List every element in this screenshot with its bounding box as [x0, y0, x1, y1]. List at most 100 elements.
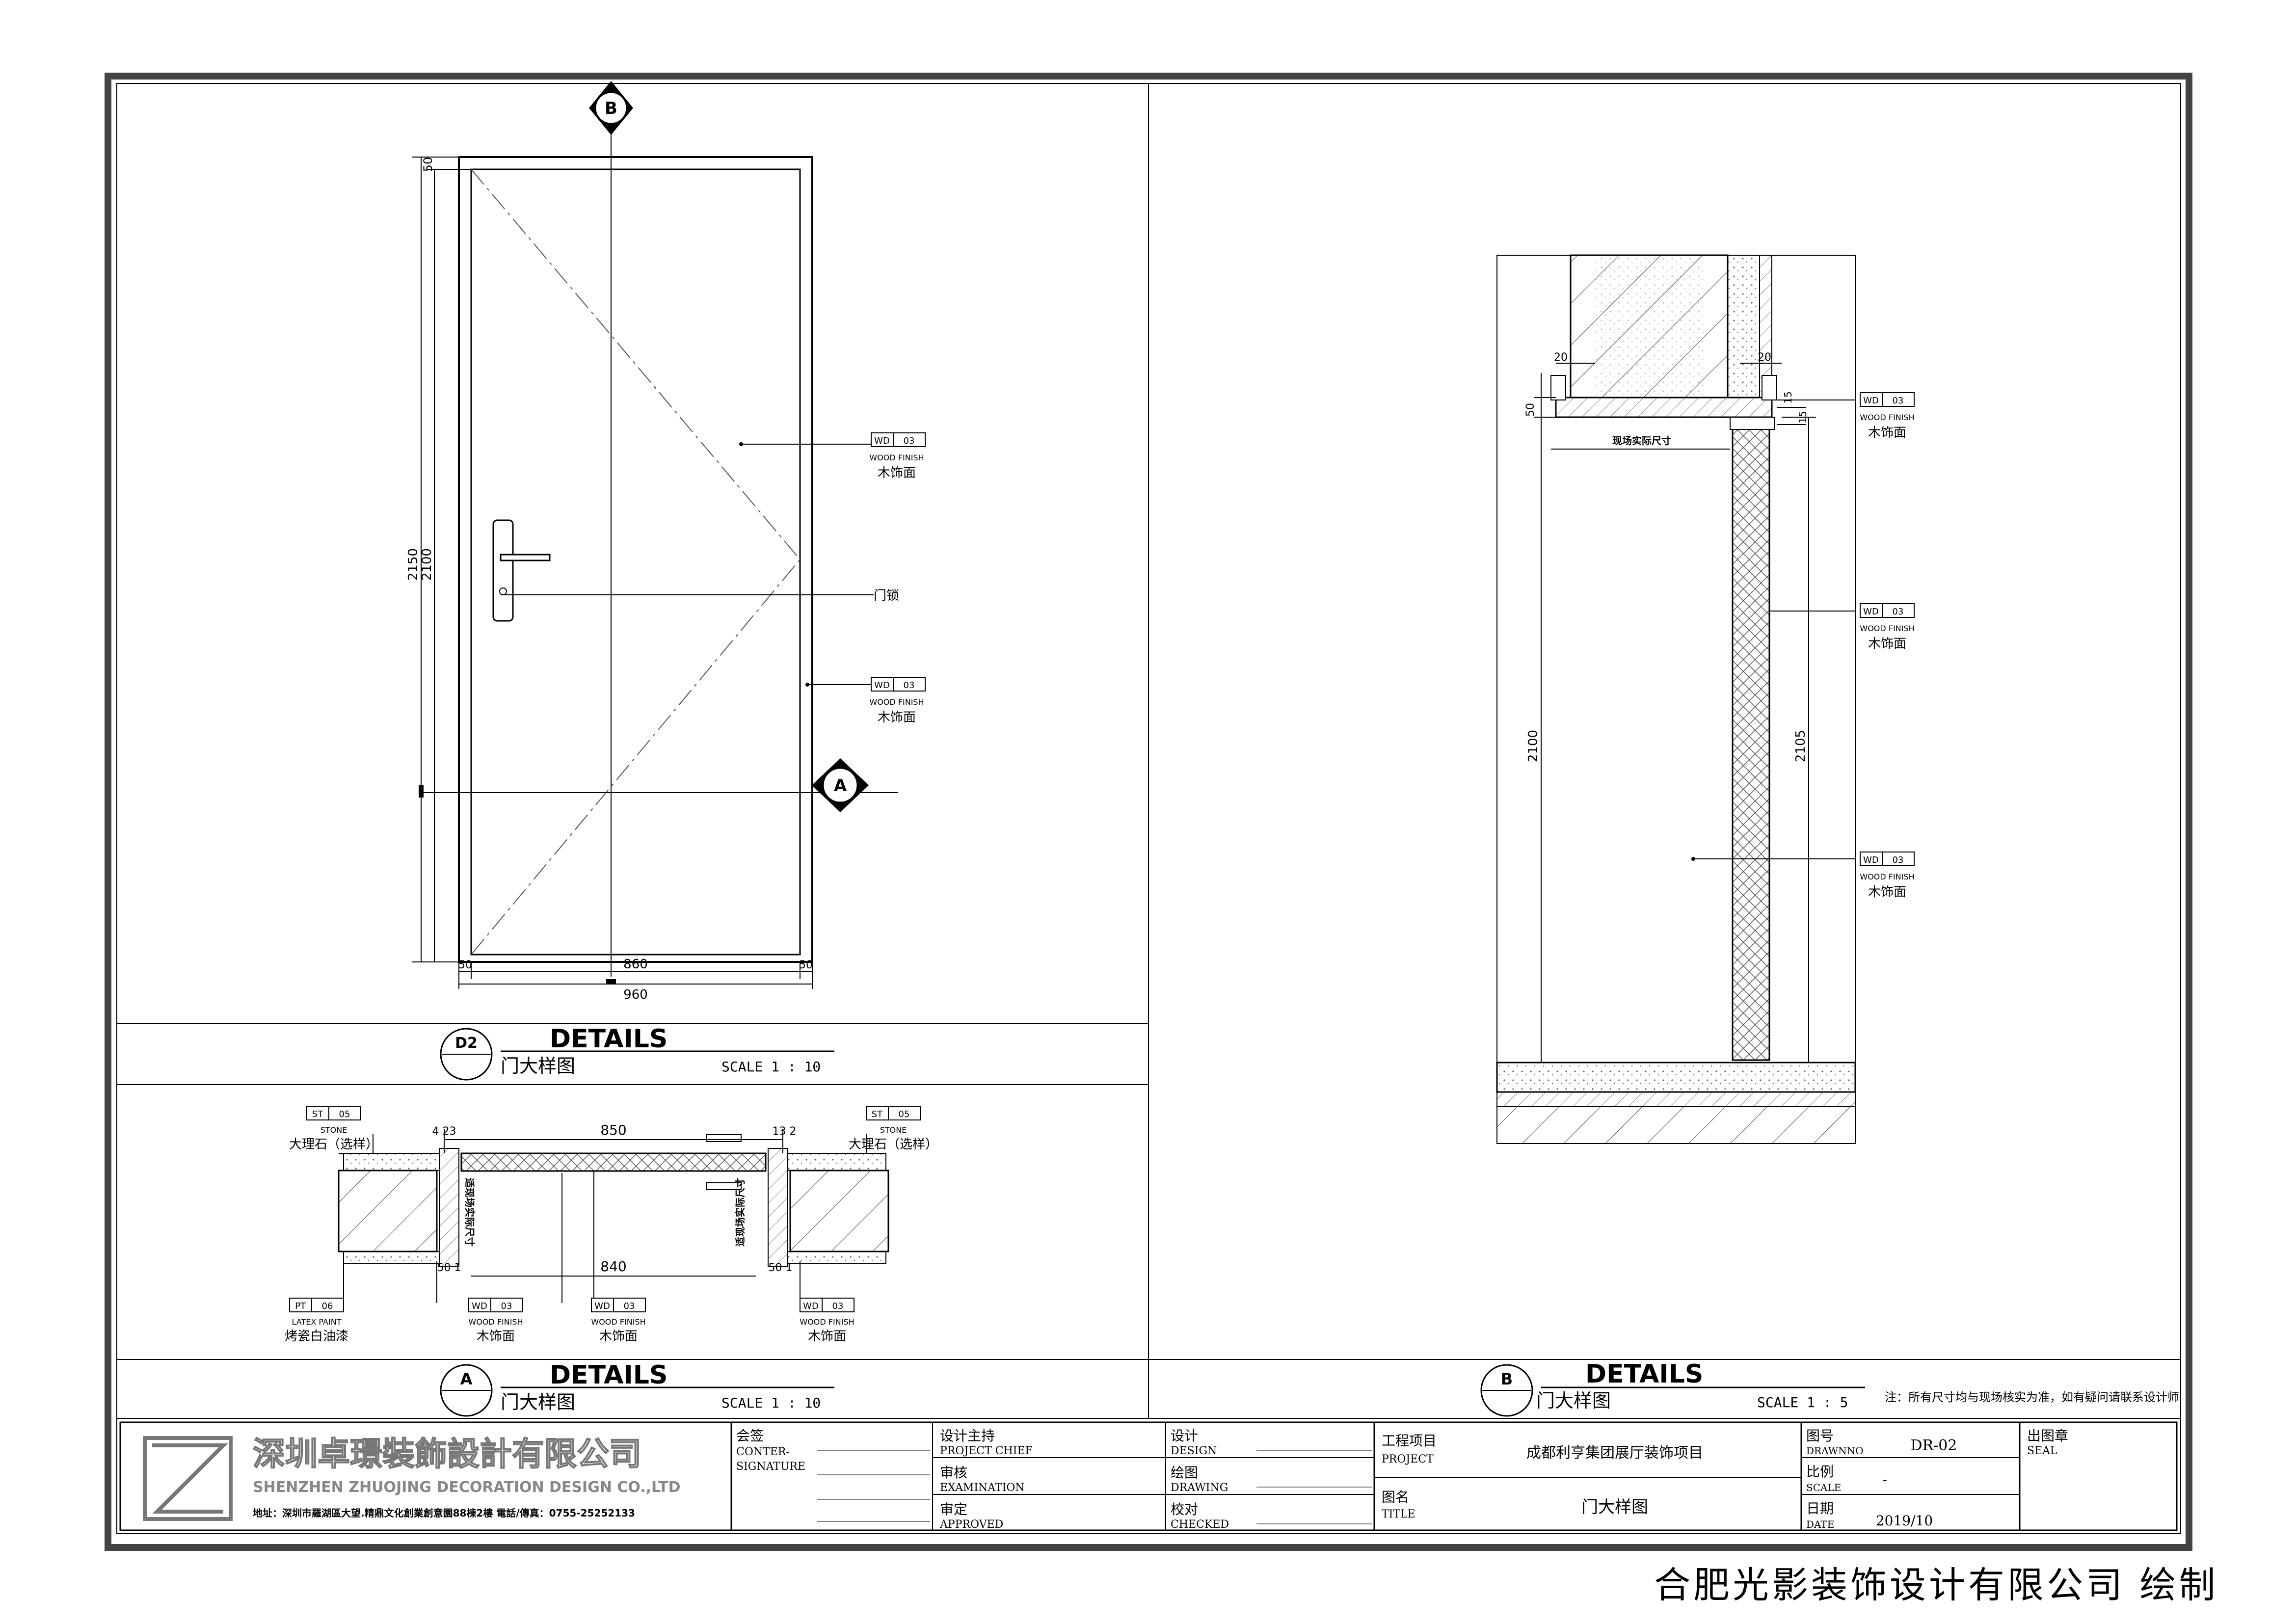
material-tag-d2-mid: WD 03 WOOD FINISH 木饰面: [869, 677, 926, 725]
svg-text:03: 03: [904, 436, 915, 446]
svg-text:TITLE: TITLE: [1382, 1508, 1415, 1520]
svg-text:EXAMINATION: EXAMINATION: [940, 1482, 1025, 1494]
dim-2150: 2150: [406, 548, 421, 581]
field-size-left: 适现场实际尺寸: [464, 1178, 476, 1247]
svg-text:05: 05: [899, 1109, 910, 1119]
company-name-en: SHENZHEN ZHUOJING DECORATION DESIGN CO.,…: [253, 1479, 681, 1496]
a-details-heading: DETAILS: [550, 1360, 667, 1390]
svg-text:CHECKED: CHECKED: [1171, 1518, 1229, 1531]
dim-50-left: 50: [458, 959, 472, 971]
dim-a-bl: 50 1: [437, 1262, 461, 1274]
svg-text:DRAWING: DRAWING: [1171, 1482, 1228, 1494]
plan-section: [338, 1129, 889, 1303]
dim-2100: 2100: [420, 548, 434, 581]
company-logo: [143, 1436, 233, 1521]
material-tag-wood-1: WD 03 WOOD FINISH 木饰面: [468, 1298, 523, 1344]
svg-text:STONE: STONE: [880, 1125, 907, 1135]
svg-text:LATEX PAINT: LATEX PAINT: [292, 1317, 342, 1327]
dim-b-2100: 2100: [1526, 730, 1541, 762]
dim-50-right: 50: [799, 959, 813, 971]
svg-text:WD: WD: [1863, 396, 1879, 406]
svg-text:03: 03: [832, 1301, 844, 1311]
svg-text:PT: PT: [295, 1301, 306, 1311]
lock-label: 门锁: [874, 588, 899, 603]
door-leaf: [470, 168, 801, 956]
svg-text:WD: WD: [803, 1301, 819, 1311]
svg-text:WOOD FINISH: WOOD FINISH: [1860, 624, 1914, 633]
dim-a-br: 50 1: [769, 1262, 793, 1274]
svg-text:PROJECT CHIEF: PROJECT CHIEF: [940, 1445, 1033, 1457]
svg-text:WD: WD: [874, 680, 890, 691]
svg-text:WOOD FINISH: WOOD FINISH: [869, 453, 924, 462]
field-size-right: 适现场实际尺寸: [734, 1178, 746, 1247]
dim-b-15b: 15: [1797, 411, 1809, 423]
svg-text:日期: 日期: [1806, 1500, 1834, 1517]
svg-text:大理石（选样）: 大理石（选样）: [849, 1137, 938, 1152]
svg-text:绘图: 绘图: [1171, 1464, 1198, 1481]
section-marker-b: [589, 81, 633, 135]
svg-text:木饰面: 木饰面: [878, 466, 916, 480]
svg-text:DESIGN: DESIGN: [1171, 1445, 1217, 1457]
svg-text:图名: 图名: [1382, 1489, 1409, 1505]
b-scale: SCALE 1 : 5: [1757, 1394, 1848, 1411]
dim-b-20b: 20: [1758, 351, 1771, 364]
a-title: 门大样图: [501, 1391, 575, 1413]
company-address: 地址：深圳市羅湖區大望.精鼎文化創業創意園88棟2樓 電話/傳真：0755-25…: [253, 1507, 635, 1519]
svg-text:WD: WD: [1863, 607, 1879, 617]
svg-text:CONTER-: CONTER-: [736, 1446, 790, 1458]
svg-text:03: 03: [1893, 855, 1904, 865]
svg-text:03: 03: [904, 680, 915, 691]
svg-text:木饰面: 木饰面: [477, 1329, 515, 1344]
section-marker-a: [812, 758, 869, 812]
svg-text:03: 03: [624, 1301, 635, 1311]
svg-text:审核: 审核: [940, 1464, 967, 1481]
svg-text:WD: WD: [1863, 855, 1879, 865]
material-tag-b-3: WD 03 WOOD FINISH 木饰面: [1860, 852, 1915, 900]
company-name-cn: 深圳卓璟裝飾設計有限公司: [253, 1435, 641, 1473]
d2-scale: SCALE 1 : 10: [721, 1059, 821, 1075]
svg-text:SCALE: SCALE: [1806, 1482, 1841, 1493]
material-tag-b-2: WD 03 WOOD FINISH 木饰面: [1860, 603, 1915, 651]
dim-a-tr: 13 2: [773, 1125, 797, 1138]
svg-text:WOOD FINISH: WOOD FINISH: [1860, 872, 1914, 881]
material-tag-wood-3: WD 03 WOOD FINISH 木饰面: [800, 1298, 854, 1344]
door-leaf-plan: [460, 1152, 767, 1172]
svg-text:图号: 图号: [1806, 1428, 1834, 1444]
dim-840: 840: [600, 1258, 626, 1275]
door-lock-icon: [492, 519, 551, 622]
svg-text:03: 03: [501, 1301, 512, 1311]
b-title: 门大样图: [1536, 1390, 1611, 1411]
svg-text:工程项目: 工程项目: [1382, 1433, 1437, 1449]
svg-text:WD: WD: [594, 1301, 610, 1311]
vertical-section: [1496, 254, 1856, 1144]
svg-text:WOOD FINISH: WOOD FINISH: [591, 1317, 645, 1327]
svg-text:SEAL: SEAL: [2027, 1445, 2057, 1457]
material-tag-d2-top: WD 03 WOOD FINISH 木饰面: [869, 432, 926, 480]
svg-text:06: 06: [322, 1301, 333, 1311]
sheet-border: [105, 73, 2192, 1551]
field-size-b: 现场实际尺寸: [1612, 435, 1671, 447]
svg-text:WD: WD: [472, 1301, 487, 1311]
drawing-title: 门大样图: [1581, 1497, 1648, 1517]
svg-text:木饰面: 木饰面: [1868, 885, 1906, 900]
title-block: [119, 1421, 2178, 1531]
svg-text:WOOD FINISH: WOOD FINISH: [1860, 413, 1914, 422]
a-scale: SCALE 1 : 10: [721, 1395, 821, 1411]
svg-text:木饰面: 木饰面: [808, 1329, 846, 1344]
dim-b-15a: 15: [1782, 391, 1794, 403]
svg-text:STONE: STONE: [320, 1125, 347, 1135]
door-swing-line: [471, 169, 801, 955]
svg-text:WOOD FINISH: WOOD FINISH: [869, 697, 924, 707]
door-elevation: [412, 81, 898, 989]
svg-text:木饰面: 木饰面: [878, 710, 916, 725]
dim-a-tl: 4 23: [432, 1125, 456, 1138]
svg-text:校对: 校对: [1171, 1501, 1198, 1518]
section-a-label: A: [834, 776, 847, 796]
b-details-heading: DETAILS: [1585, 1359, 1703, 1389]
d2-details-heading: DETAILS: [550, 1024, 667, 1054]
dim-b-2105: 2105: [1793, 730, 1808, 762]
dim-860: 860: [623, 957, 648, 972]
svg-text:木饰面: 木饰面: [1868, 426, 1906, 440]
svg-text:05: 05: [339, 1109, 350, 1119]
